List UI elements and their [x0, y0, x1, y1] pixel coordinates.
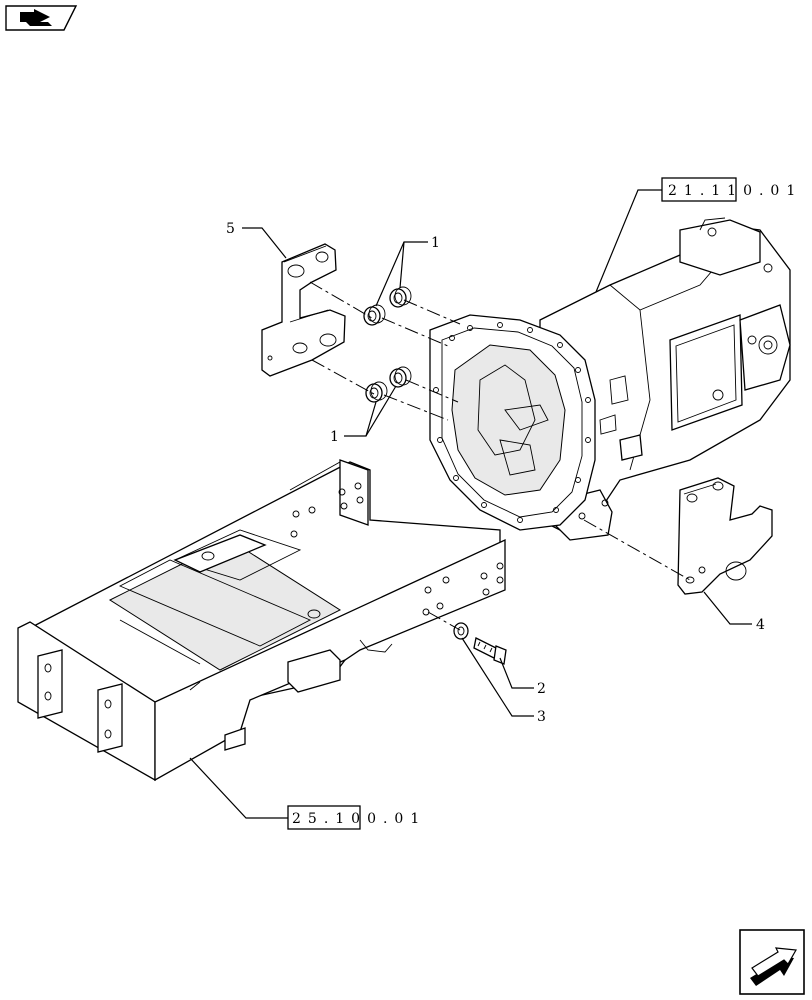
leader-lines: [189, 189, 752, 819]
reference-frame-label: 25.100.01: [292, 811, 426, 827]
reference-transmission-label: 21.110.01: [668, 183, 802, 199]
reference-transmission[interactable]: 21.110.01: [661, 177, 802, 202]
bracket-part-5: [261, 243, 346, 377]
callout-3: 3: [537, 709, 546, 725]
washer-part-3: [453, 622, 469, 640]
transmission-housing: [539, 217, 791, 541]
bushing-parts-1: [363, 286, 412, 403]
next-page-arrow-icon[interactable]: [739, 929, 805, 995]
callout-5: 5: [226, 221, 235, 237]
reference-frame[interactable]: 25.100.01: [287, 805, 426, 830]
callout-4: 4: [756, 617, 765, 633]
transmission-flange: [429, 314, 596, 531]
bracket-part-4: [677, 477, 773, 595]
alignment-lines: [309, 281, 691, 631]
bushing-lower-left: [365, 381, 388, 403]
bolt-part-2: [473, 637, 507, 665]
callout-1-bottom: 1: [330, 429, 339, 445]
bushing-upper-right: [389, 286, 412, 308]
bushing-lower-right: [389, 366, 412, 388]
bushing-upper-left: [363, 304, 386, 326]
callout-1-top: 1: [431, 235, 440, 251]
book-arrow-icon[interactable]: [5, 5, 78, 31]
front-frame: [17, 459, 506, 782]
callout-2: 2: [537, 681, 546, 697]
